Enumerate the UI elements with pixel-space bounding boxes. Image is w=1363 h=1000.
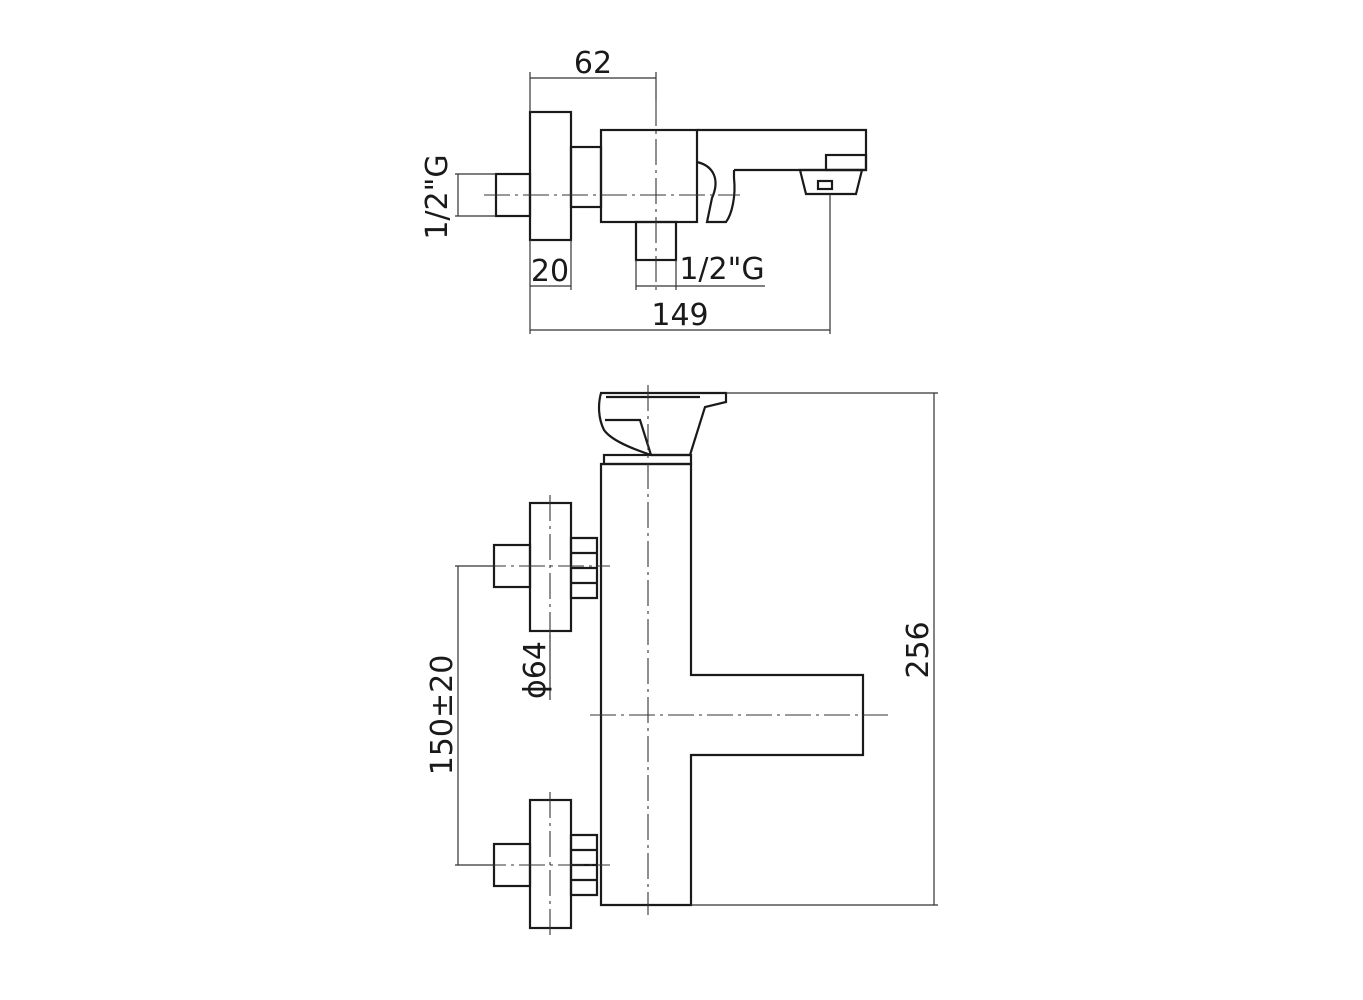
side-main-body — [599, 462, 865, 907]
side-lower-nut — [569, 833, 599, 897]
dim-256-label: 256 — [901, 621, 936, 678]
top-view: 62 1/2"G 20 1/2"G 149 — [420, 46, 868, 334]
top-lever — [696, 160, 736, 224]
dim-outlet-label: 1/2"G — [679, 252, 764, 287]
dim-diameter-label: ϕ64 — [518, 641, 553, 699]
side-lever-detail — [605, 418, 653, 456]
top-mixer-body — [599, 128, 699, 224]
dim-inlet-label: 1/2"G — [420, 154, 455, 239]
side-lever — [597, 391, 728, 457]
side-upper-nut — [569, 536, 599, 600]
dim-centres-label: 150±20 — [425, 655, 460, 776]
dim-62-label: 62 — [574, 46, 612, 81]
top-spout-tip — [824, 153, 868, 172]
top-nut — [569, 145, 603, 209]
top-aerator — [798, 168, 864, 196]
top-spout — [697, 128, 868, 172]
dim-20-label: 20 — [531, 254, 569, 289]
top-wall-flange — [528, 110, 573, 242]
dim-149-label: 149 — [651, 298, 708, 333]
side-view: 150±20 ϕ64 256 — [425, 385, 938, 936]
top-aerator-slot — [816, 179, 834, 191]
